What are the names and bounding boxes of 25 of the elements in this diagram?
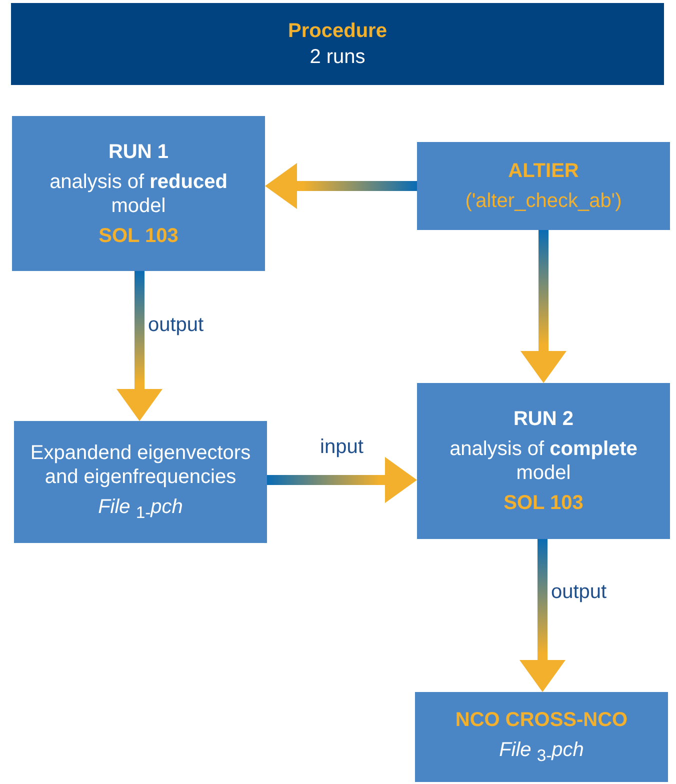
box-heading: SOL 103 xyxy=(98,224,178,248)
box-heading: ALTIER xyxy=(508,159,579,183)
arrow xyxy=(267,457,417,503)
process-box xyxy=(415,692,668,782)
box-heading: RUN 1 xyxy=(108,140,168,164)
box-text: File $_{3-}$pch xyxy=(499,738,584,766)
box-text: analysis of reduced model xyxy=(48,170,228,218)
process-box xyxy=(12,116,265,271)
arrow xyxy=(116,271,162,421)
box-heading: NCO CROSS-NCO xyxy=(455,708,628,732)
box-text: 2 runs xyxy=(310,45,366,69)
box-text: File $_{1-}$pch xyxy=(98,495,183,523)
box-heading: SOL 103 xyxy=(504,491,584,515)
title-band xyxy=(11,3,664,85)
box-heading: RUN 2 xyxy=(513,407,574,431)
edge-label: input xyxy=(318,436,366,459)
box-text: ('alter_check_ab') xyxy=(465,189,622,213)
arrow xyxy=(520,539,566,692)
box-heading: Procedure xyxy=(288,19,387,43)
box-text: analysis of complete model xyxy=(448,437,638,485)
arrow xyxy=(520,230,566,383)
arrow xyxy=(265,163,417,209)
process-box xyxy=(14,421,267,543)
process-box xyxy=(417,142,670,230)
process-box xyxy=(417,383,670,539)
